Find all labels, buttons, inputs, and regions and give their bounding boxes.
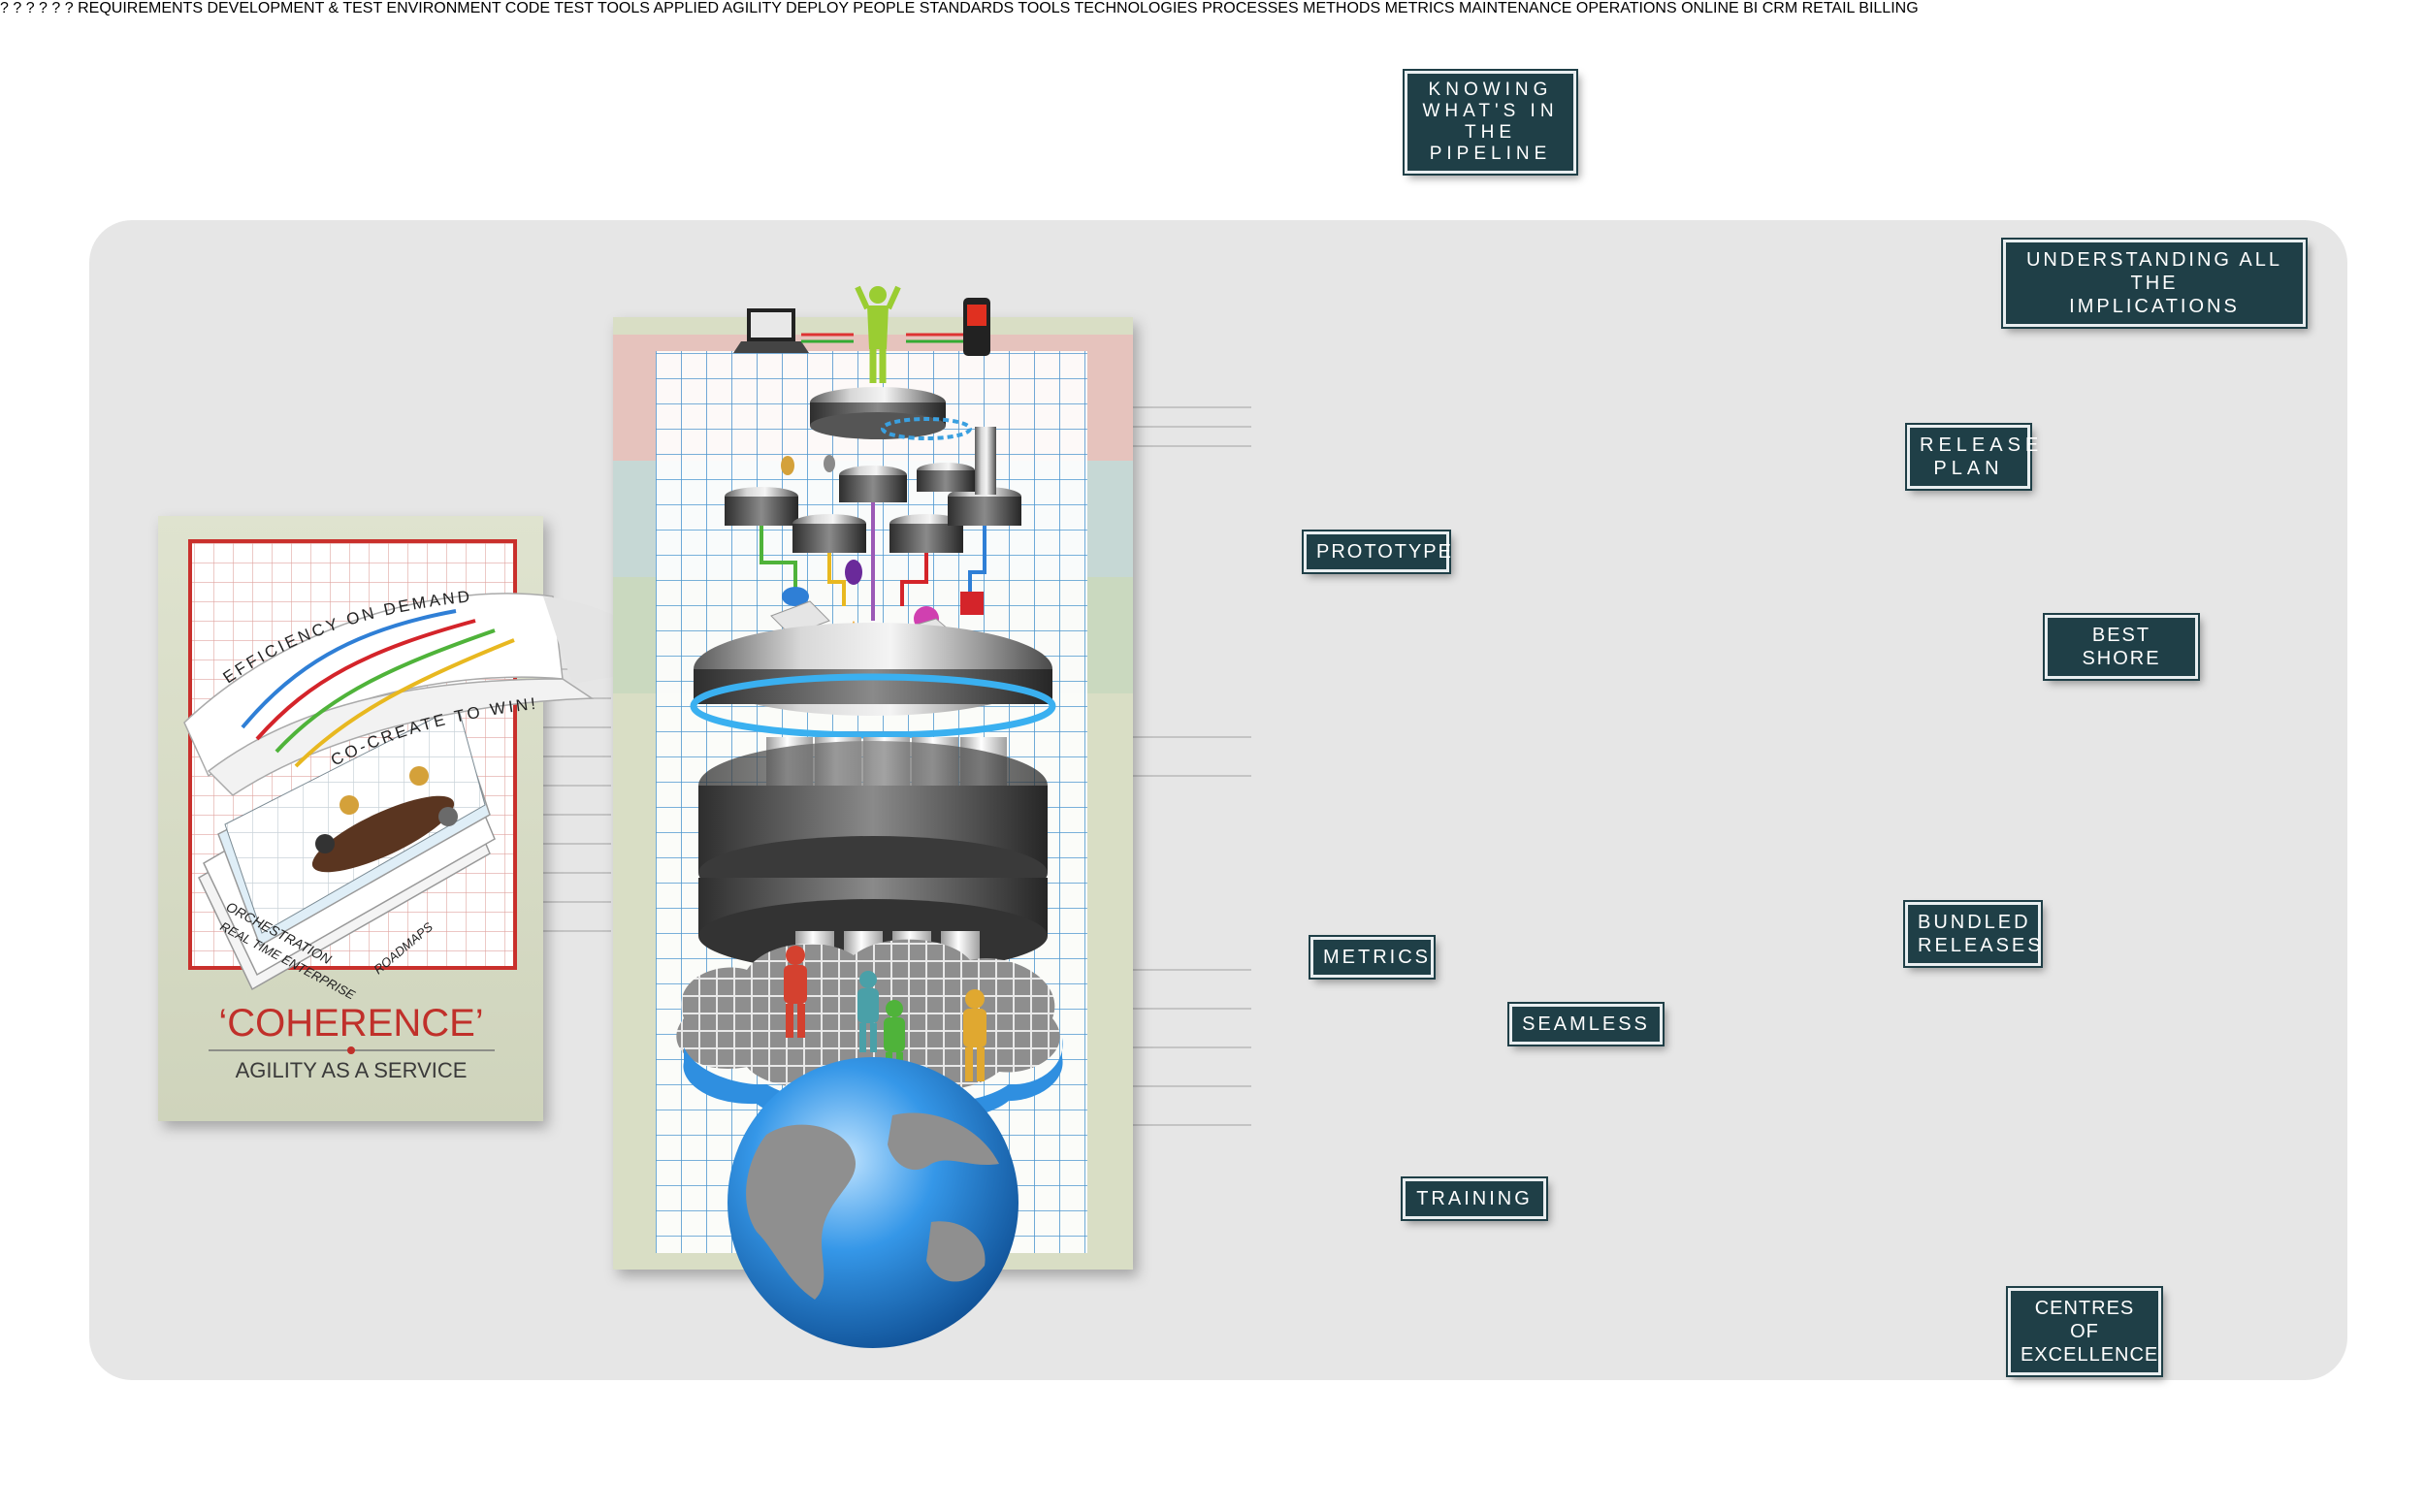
cycle-arrow-red-head: REQUIREMENTS DEVELOPMENT & TEST ENVIRONM… [78, 0, 2306, 1375]
env-item-processes: PROCESSES [1202, 0, 1299, 16]
centres-of-excellence-callout: CENTRES OF EXCELLENCE [2008, 1288, 2161, 1375]
env-item-tools: TOOLS [1018, 0, 1071, 16]
cycle-arrow-orange: REQUIREMENTS DEVELOPMENT & TEST ENVIRONM… [78, 0, 2306, 1375]
pillar-crm: CRM [1762, 0, 1798, 16]
requirements-disc-top: REQUIREMENTS DEVELOPMENT & TEST ENVIRONM… [78, 0, 2306, 1375]
connector-lines-right [1133, 406, 1251, 1126]
agility-label: AGILITY [722, 0, 782, 16]
deploy-disc-bottom: REQUIREMENTS DEVELOPMENT & TEST ENVIRONM… [78, 0, 2306, 1375]
applied-label: APPLIED [653, 0, 720, 16]
dev-env-box: REQUIREMENTS DEVELOPMENT & TEST ENVIRONM… [78, 0, 2306, 1375]
service-cylinder-cluster [725, 427, 1021, 553]
curved-chart-sheet [183, 593, 679, 796]
pillar-billing: BILLING [1859, 0, 1919, 16]
test-block: REQUIREMENTS DEVELOPMENT & TEST ENVIRONM… [78, 0, 2306, 1375]
people-disc-bottom: REQUIREMENTS DEVELOPMENT & TEST ENVIRONM… [78, 0, 2306, 1375]
dev-band: REQUIREMENTS DEVELOPMENT & TEST ENVIRONM… [78, 0, 2306, 1375]
applied-dot-2: DEPLOY PEOPLE STANDARDS TOOLS TECHNOLOGI… [786, 0, 2306, 1375]
pipeline-question-marks: ? ? ? ? ? [13, 0, 74, 16]
deploy-disc-side: REQUIREMENTS DEVELOPMENT & TEST ENVIRONM… [78, 0, 2306, 1375]
magnifier-lens: ? ? ? ? ? ? [0, 0, 2306, 1375]
center-axis: REQUIREMENTS DEVELOPMENT & TEST ENVIRONM… [78, 0, 2306, 1375]
prototype-callout: PROTOTYPE [1304, 531, 1451, 572]
earth-continents [746, 1112, 999, 1300]
best-shore-callout: BEST SHORE [2045, 615, 2198, 679]
seamless-callout: SEAMLESS [1509, 1004, 1663, 1045]
pipeline-globe: ? ? ? ? ? ? [0, 0, 2306, 1375]
people-disc-top: REQUIREMENTS DEVELOPMENT & TEST ENVIRONM… [78, 0, 2306, 1375]
cluster-wires [760, 502, 986, 621]
understanding-implications-callout: UNDERSTANDING ALL THE IMPLICATIONS [2003, 240, 2306, 327]
pillar-online: ONLINE [1681, 0, 1739, 16]
pipeline-circle: ? ? ? ? ? ? [0, 0, 2306, 1375]
deploy-label: DEPLOY [786, 0, 849, 16]
dev-test-env-label: DEVELOPMENT & TEST ENVIRONMENT [207, 0, 501, 16]
metrics-callout: METRICS [1310, 937, 1434, 978]
magnifier-question-icon: ? [0, 0, 9, 16]
env-item-technologies: TECHNOLOGIES [1074, 0, 1198, 16]
release-plan-callout: RELEASE PLAN [1907, 425, 2038, 489]
code-block: REQUIREMENTS DEVELOPMENT & TEST ENVIRONM… [78, 0, 2306, 1375]
maintenance-label: MAINTENANCE [1459, 0, 1572, 16]
deploy-band: REQUIREMENTS DEVELOPMENT & TEST ENVIRONM… [78, 0, 2306, 1375]
pipeline-globe-land: ? ? ? ? ? ? [0, 0, 2306, 1375]
release-plan-strip: REQUIREMENTS DEVELOPMENT & TEST ENVIRONM… [78, 0, 2306, 1375]
mesh-figures [784, 946, 986, 1081]
top-devices [733, 298, 990, 356]
coherence-subtitle: AGILITY AS A SERVICE [236, 1058, 468, 1082]
top-pedestal-bottom [810, 412, 946, 439]
pillar-bi: BI [1743, 0, 1759, 16]
cycle-arrow-orange-head: REQUIREMENTS DEVELOPMENT & TEST ENVIRONM… [78, 0, 2306, 1375]
requirements-disc-side: REQUIREMENTS DEVELOPMENT & TEST ENVIRONM… [78, 0, 2306, 1375]
env-item-methods: METHODS [1303, 0, 1381, 16]
deploy-disc-top: REQUIREMENTS DEVELOPMENT & TEST ENVIRONM… [78, 0, 2306, 1375]
main-disc-glow [690, 673, 1056, 739]
tools-bar-label: TOOLS [597, 0, 650, 16]
tools-bar: REQUIREMENTS DEVELOPMENT & TEST ENVIRONM… [78, 0, 2306, 1375]
right-grid: REQUIREMENTS DEVELOPMENT & TEST ENVIRONM… [78, 0, 2306, 1375]
coherence-divider-dot [347, 1046, 355, 1054]
code-label: CODE [504, 0, 551, 16]
operations-label: OPERATIONS [1575, 0, 1677, 16]
training-callout: TRAINING [1403, 1178, 1546, 1219]
pillar-retail: RETAIL [1801, 0, 1855, 16]
applied-dot-1: DEPLOY PEOPLE STANDARDS TOOLS TECHNOLOGI… [786, 0, 2306, 1375]
test-label: TEST [554, 0, 594, 16]
top-ring [881, 417, 972, 440]
magnifier-handle: ? ? ? ? ? ? [0, 0, 2306, 1375]
top-figure [855, 285, 901, 383]
coherence-title: ‘COHERENCE’ [218, 1002, 483, 1045]
requirements-label: REQUIREMENTS [78, 0, 203, 16]
stacked-sheets [198, 705, 496, 991]
standards-label: STANDARDS [919, 0, 1015, 16]
requirements-band: REQUIREMENTS DEVELOPMENT & TEST ENVIRONM… [78, 0, 2306, 1375]
env-item-metrics: METRICS [1384, 0, 1455, 16]
people-band: REQUIREMENTS DEVELOPMENT & TEST ENVIRONM… [78, 0, 2306, 1375]
pipeline-callout: KNOWING WHAT'S IN THE PIPELINE [1405, 71, 1576, 174]
people-label: PEOPLE [853, 0, 916, 16]
bundled-releases-callout: BUNDLED RELEASES [1905, 902, 2041, 966]
people-disc-side: REQUIREMENTS DEVELOPMENT & TEST ENVIRONM… [78, 0, 2306, 1375]
cycle-arrow-red: REQUIREMENTS DEVELOPMENT & TEST ENVIRONM… [78, 0, 2306, 1375]
pipeline-halo: ? ? ? ? ? ? [0, 0, 2306, 1375]
